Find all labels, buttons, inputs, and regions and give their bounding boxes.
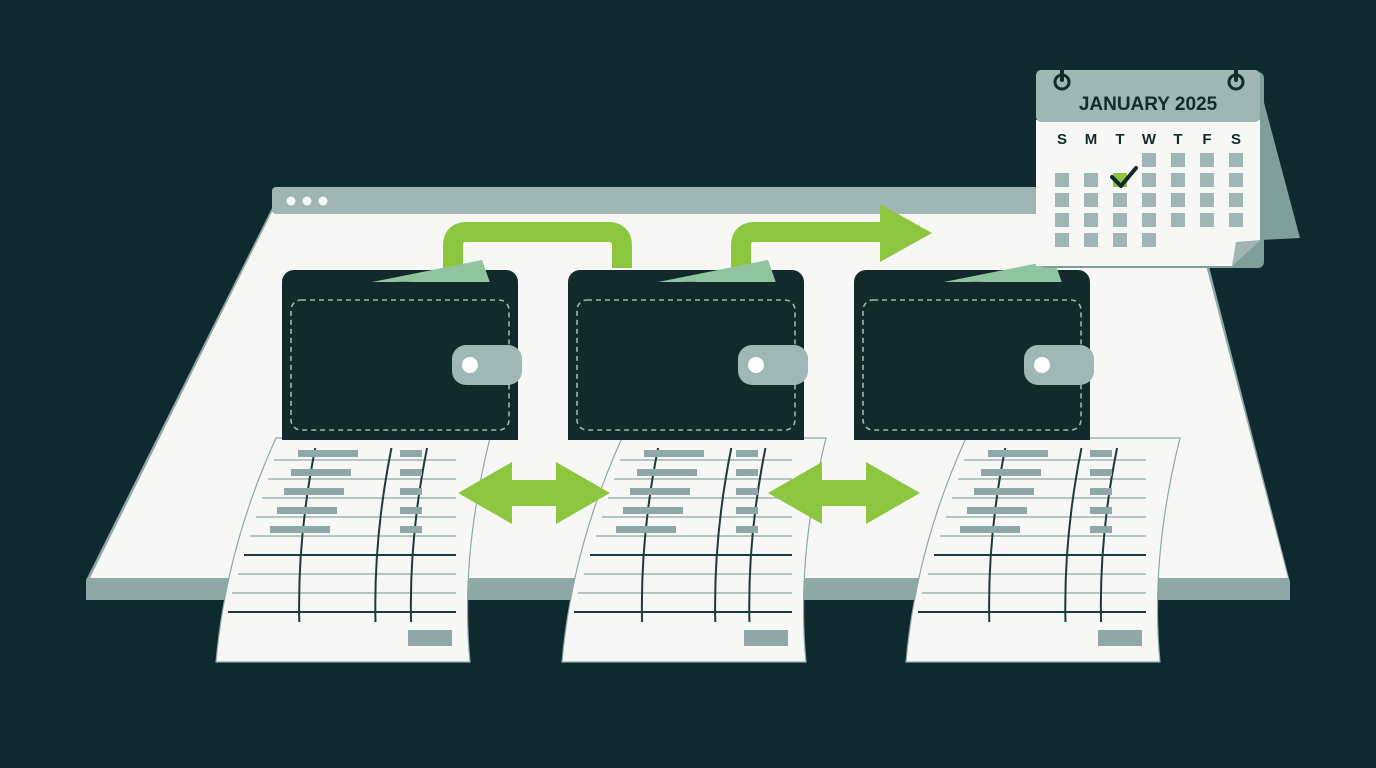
receipt-icon xyxy=(561,437,827,663)
three-dots-icon xyxy=(286,196,328,206)
window-titlebar xyxy=(272,187,1194,214)
double-arrow-icon xyxy=(768,462,920,524)
calendar-day xyxy=(1113,233,1127,247)
calendar-weekday: T xyxy=(1115,131,1124,148)
receipt-icon xyxy=(215,437,491,663)
calendar-day xyxy=(1142,173,1156,187)
calendar-day xyxy=(1142,153,1156,167)
calendar-day xyxy=(1113,213,1127,227)
calendar-title: JANUARY 2025 xyxy=(1079,94,1218,115)
calendar-day xyxy=(1200,213,1214,227)
calendar-weekday: S xyxy=(1231,131,1241,148)
calendar-weekday: S xyxy=(1057,131,1067,148)
calendar-day xyxy=(1171,193,1185,207)
calendar-day xyxy=(1142,213,1156,227)
calendar-day xyxy=(1171,173,1185,187)
calendar-day xyxy=(1171,213,1185,227)
calendar-weekday: T xyxy=(1173,131,1182,148)
transfer-arrows xyxy=(443,204,932,268)
wallet-icon xyxy=(568,260,808,440)
calendar-day xyxy=(1200,153,1214,167)
wallets-group xyxy=(282,260,1094,440)
wallet-clasp xyxy=(738,345,808,385)
calendar-day xyxy=(1055,233,1069,247)
calendar-header xyxy=(1036,70,1260,122)
calendar-grid xyxy=(1055,153,1243,247)
calendar-day xyxy=(1084,173,1098,187)
calendar-weekday: M xyxy=(1085,131,1098,148)
wallet-clasp xyxy=(1024,345,1094,385)
calendar-rings xyxy=(1053,58,1245,91)
transfer-connector xyxy=(443,222,632,268)
calendar-weekday: F xyxy=(1202,131,1211,148)
arrow-head xyxy=(880,204,932,262)
calendar-back-page xyxy=(1258,80,1300,240)
calendar-day xyxy=(1229,213,1243,227)
receipts-group xyxy=(215,437,1181,663)
wallet-clasp xyxy=(452,345,522,385)
calendar-day xyxy=(1200,193,1214,207)
double-arrow-icon xyxy=(458,462,610,524)
calendar-day xyxy=(1200,173,1214,187)
wallet-icon xyxy=(854,260,1094,440)
arrow-right-icon xyxy=(731,222,890,268)
receipt-total xyxy=(744,630,788,646)
receipt-total xyxy=(1098,630,1142,646)
calendar-day xyxy=(1229,193,1243,207)
calendar-day xyxy=(1084,233,1098,247)
wallet-icon xyxy=(282,260,522,440)
calendar-day xyxy=(1055,213,1069,227)
checkmark-icon xyxy=(1110,166,1138,188)
receipt-total xyxy=(408,630,452,646)
calendar-day xyxy=(1229,153,1243,167)
calendar-day xyxy=(1055,193,1069,207)
calendar-curl xyxy=(1232,240,1260,266)
receipt-icon xyxy=(905,437,1181,663)
calendar-day xyxy=(1171,153,1185,167)
calendar-day xyxy=(1084,213,1098,227)
calendar-day xyxy=(1229,173,1243,187)
calendar-day xyxy=(1113,193,1127,207)
calendar-day xyxy=(1084,193,1098,207)
calendar-day xyxy=(1055,173,1069,187)
calendar-day xyxy=(1142,233,1156,247)
calendar-day xyxy=(1142,193,1156,207)
sync-arrows xyxy=(458,462,920,524)
calendar-weekday: W xyxy=(1142,131,1157,148)
